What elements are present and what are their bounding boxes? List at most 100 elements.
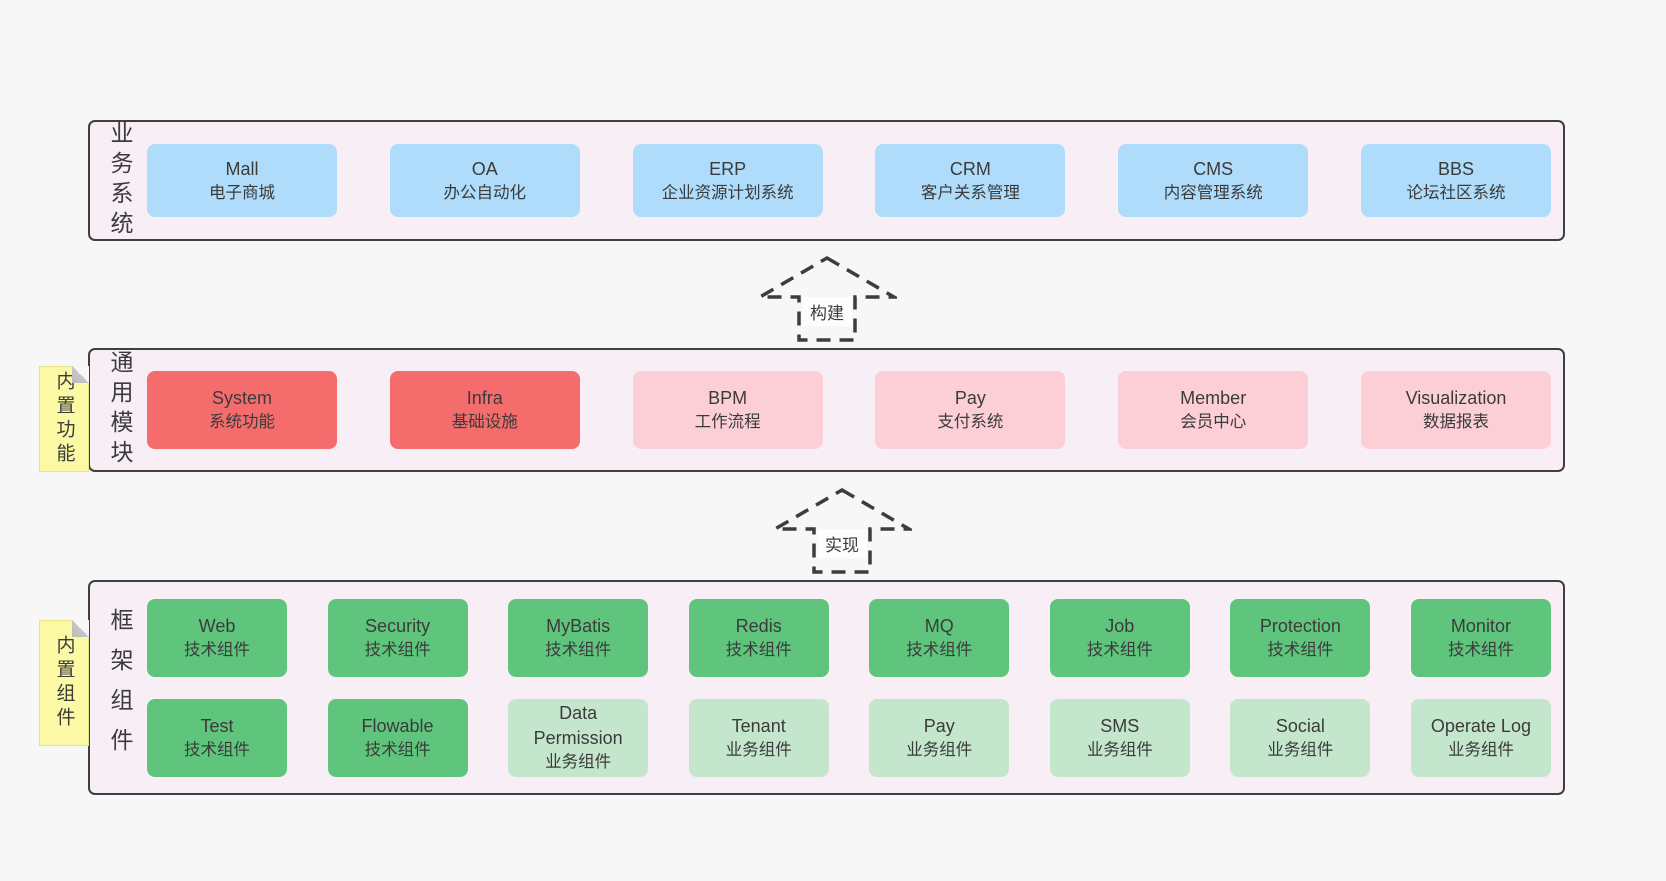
panel-framework-components: 框架组件 Web 技术组件 Security 技术组件 MyBatis 技术组件… (88, 580, 1565, 795)
box-monitor: Monitor 技术组件 (1410, 598, 1551, 677)
box-protection: Protection 技术组件 (1230, 598, 1371, 677)
box-subtitle: 技术组件 (1447, 640, 1514, 659)
box-visualization: Visualization 数据报表 (1360, 371, 1551, 449)
box-crm: CRM 客户关系管理 (875, 144, 1066, 217)
box-title: Pay (923, 715, 955, 736)
arrow-build: 构建 (757, 255, 897, 343)
box-subtitle: 技术组件 (184, 640, 250, 659)
box-infra: Infra 基础设施 (389, 371, 580, 449)
box-member: Member 会员中心 (1118, 371, 1309, 449)
box-bbs: BBS 论坛社区系统 (1360, 144, 1551, 217)
box-title: Tenant (731, 715, 786, 736)
box-data-permission: Data Permission 业务组件 (508, 698, 649, 777)
box-job: Job 技术组件 (1049, 598, 1190, 677)
box-subtitle: 电子商城 (209, 183, 275, 202)
components-row-2: Test 技术组件 Flowable 技术组件 Data Permission … (147, 698, 1551, 777)
box-social: Social 业务组件 (1230, 698, 1371, 777)
panel-business-systems: 业务系统 Mall 电子商城 OA 办公自动化 ERP 企业资源计划系统 CRM… (88, 120, 1565, 241)
box-flowable: Flowable 技术组件 (327, 698, 468, 777)
box-subtitle: 技术组件 (1086, 640, 1153, 659)
box-title: OA (471, 158, 498, 179)
box-title: Job (1105, 615, 1135, 636)
box-mq: MQ 技术组件 (869, 598, 1010, 677)
box-subtitle: 客户关系管理 (920, 183, 1020, 202)
box-subtitle: 业务组件 (545, 752, 612, 771)
box-subtitle: 技术组件 (184, 740, 250, 759)
box-title: Flowable (361, 715, 434, 736)
box-oa: OA 办公自动化 (389, 144, 580, 217)
box-operate-log: Operate Log 业务组件 (1410, 698, 1551, 777)
box-title: ERP (709, 158, 747, 179)
box-security: Security 技术组件 (327, 598, 468, 677)
dashed-up-arrow-icon (772, 487, 912, 574)
box-mybatis: MyBatis 技术组件 (508, 598, 649, 677)
business-row: Mall 电子商城 OA 办公自动化 ERP 企业资源计划系统 CRM 客户关系… (147, 144, 1551, 217)
box-title: CRM (949, 158, 991, 179)
box-mall: Mall 电子商城 (147, 144, 337, 217)
box-title: Data Permission (533, 703, 623, 749)
box-title: CMS (1193, 158, 1234, 179)
box-pay-component: Pay 业务组件 (869, 698, 1010, 777)
box-subtitle: 系统功能 (209, 413, 275, 432)
box-subtitle: 技术组件 (906, 640, 973, 659)
box-subtitle: 数据报表 (1422, 413, 1489, 432)
box-redis: Redis 技术组件 (688, 598, 829, 677)
sticky-note-label: 内置功能 (53, 371, 75, 467)
box-web: Web 技术组件 (147, 598, 287, 677)
box-sms: SMS 业务组件 (1049, 698, 1190, 777)
box-title: BBS (1437, 158, 1474, 179)
arrow-implement-label: 实现 (817, 529, 867, 558)
box-subtitle: 技术组件 (364, 640, 431, 659)
box-subtitle: 业务组件 (1086, 740, 1153, 759)
box-subtitle: 支付系统 (937, 413, 1004, 432)
box-title: Member (1180, 388, 1247, 409)
box-subtitle: 工作流程 (694, 413, 761, 432)
box-test: Test 技术组件 (147, 698, 287, 777)
dashed-up-arrow-icon (757, 255, 897, 342)
box-system: System 系统功能 (147, 371, 337, 449)
box-title: Pay (954, 388, 986, 409)
box-title: Web (198, 615, 236, 636)
box-title: SMS (1100, 715, 1140, 736)
box-subtitle: 技术组件 (725, 640, 792, 659)
box-subtitle: 会员中心 (1180, 413, 1247, 432)
box-subtitle: 业务组件 (1447, 740, 1514, 759)
sticky-note-built-in-components: 内置组件 (39, 620, 89, 746)
box-title: System (211, 388, 272, 409)
box-title: BPM (708, 388, 748, 409)
box-subtitle: 技术组件 (1267, 640, 1334, 659)
box-subtitle: 技术组件 (545, 640, 612, 659)
box-cms: CMS 内容管理系统 (1118, 144, 1309, 217)
box-title: Redis (735, 615, 782, 636)
modules-row: System 系统功能 Infra 基础设施 BPM 工作流程 Pay 支付系统… (147, 371, 1551, 449)
box-subtitle: 业务组件 (1267, 740, 1334, 759)
box-subtitle: 内容管理系统 (1163, 183, 1263, 202)
box-erp: ERP 企业资源计划系统 (632, 144, 823, 217)
box-tenant: Tenant 业务组件 (688, 698, 829, 777)
box-subtitle: 办公自动化 (443, 183, 527, 202)
components-row-1: Web 技术组件 Security 技术组件 MyBatis 技术组件 Redi… (147, 598, 1551, 677)
box-subtitle: 论坛社区系统 (1406, 183, 1506, 202)
box-bpm: BPM 工作流程 (632, 371, 823, 449)
box-title: MQ (924, 615, 954, 636)
box-title: Test (200, 715, 234, 736)
box-title: MyBatis (546, 615, 611, 636)
box-title: Security (365, 615, 431, 636)
box-title: Operate Log (1430, 715, 1531, 736)
sticky-note-label: 内置组件 (53, 635, 75, 731)
box-title: Monitor (1450, 615, 1511, 636)
box-subtitle: 技术组件 (364, 740, 431, 759)
box-pay-module: Pay 支付系统 (875, 371, 1066, 449)
box-subtitle: 基础设施 (451, 413, 518, 432)
box-title: Visualization (1405, 388, 1507, 409)
box-subtitle: 业务组件 (725, 740, 792, 759)
box-title: Infra (466, 388, 503, 409)
arrow-build-label: 构建 (802, 297, 852, 326)
box-title: Social (1275, 715, 1325, 736)
panel-modules-label: 通用模块 (107, 350, 133, 470)
box-title: Protection (1259, 615, 1341, 636)
box-subtitle: 业务组件 (906, 740, 973, 759)
panel-business-label: 业务系统 (107, 120, 133, 241)
panel-common-modules: 通用模块 System 系统功能 Infra 基础设施 BPM 工作流程 Pay… (88, 348, 1565, 472)
